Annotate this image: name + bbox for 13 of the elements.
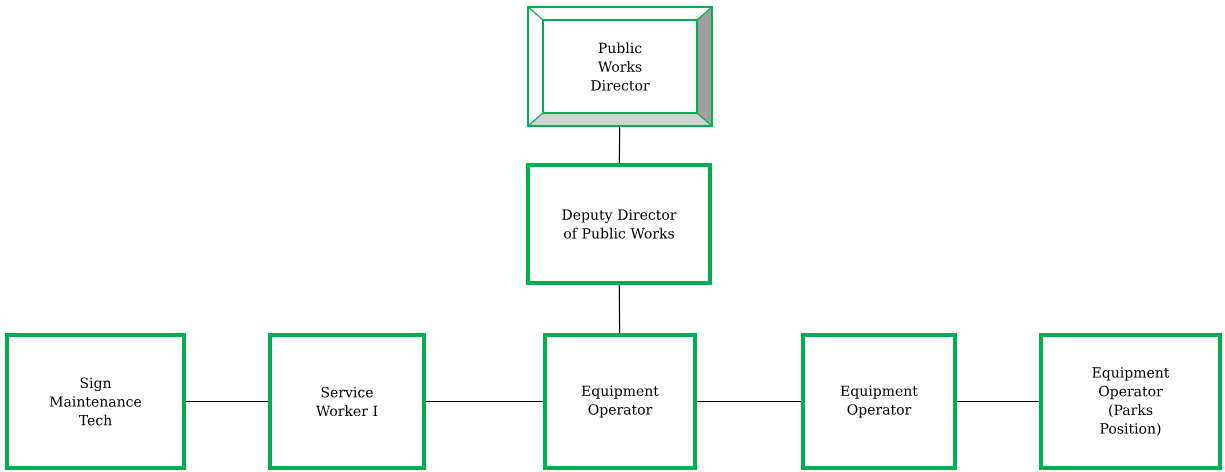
- position-box: Equipment Operator: [543, 333, 697, 470]
- beveled-box: Public Works Director: [527, 6, 713, 127]
- position-box: Equipment Operator (Parks Position): [1039, 333, 1222, 470]
- position-box: Deputy Director of Public Works: [526, 163, 712, 285]
- position-box: Equipment Operator: [801, 333, 957, 470]
- position-box: Service Worker I: [268, 333, 426, 470]
- connector-line: [425, 400, 544, 403]
- connector-line: [696, 400, 802, 403]
- connector-line: [618, 126, 621, 164]
- connector-line: [185, 400, 269, 403]
- connector-line: [618, 284, 621, 334]
- position-box: Sign Maintenance Tech: [5, 333, 186, 470]
- connector-line: [956, 400, 1040, 403]
